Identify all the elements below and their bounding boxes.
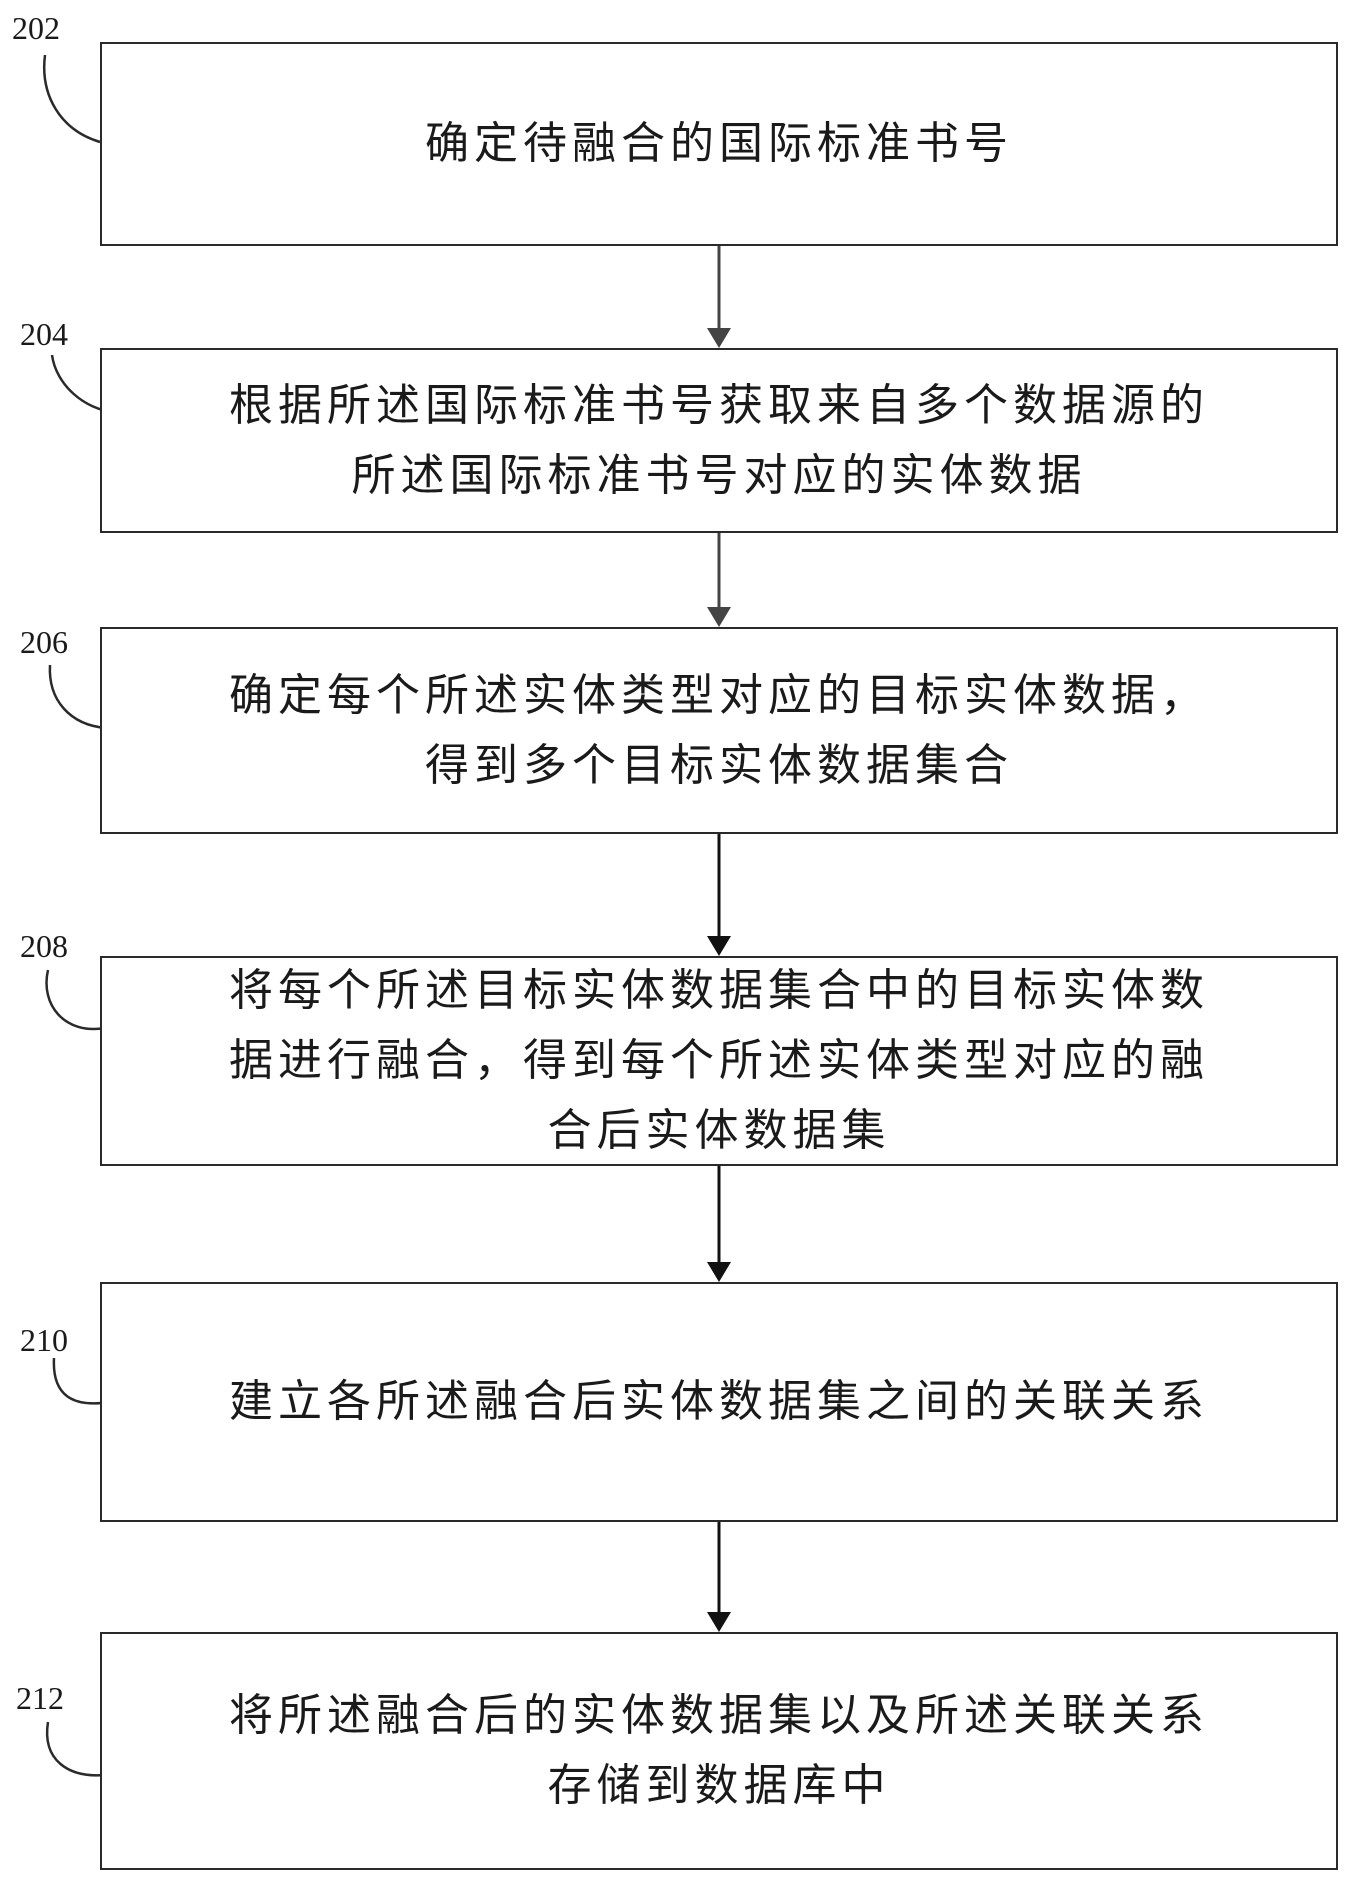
leader-curve-212 bbox=[45, 1721, 106, 1777]
leader-curve-202 bbox=[43, 54, 101, 144]
arrow-202-to-204 bbox=[707, 246, 731, 348]
step-number-206: 206 bbox=[20, 624, 68, 660]
step-text-202: 确定待融合的国际标准书号 bbox=[425, 118, 1013, 169]
step-box-204: 根据所述国际标准书号获取来自多个数据源的 所述国际标准书号对应的实体数据 bbox=[100, 348, 1338, 533]
arrow-208-to-210 bbox=[707, 1166, 731, 1282]
step-number-202: 202 bbox=[12, 10, 60, 46]
leader-curve-206 bbox=[48, 664, 107, 730]
step-text-206: 确定每个所述实体类型对应的目标实体数据， 得到多个目标实体数据集合 bbox=[229, 669, 1209, 791]
leader-curve-210 bbox=[52, 1357, 111, 1405]
step-text-204: 根据所述国际标准书号获取来自多个数据源的 所述国际标准书号对应的实体数据 bbox=[229, 379, 1209, 501]
step-number-212: 212 bbox=[16, 1680, 64, 1716]
step-text-212: 将所述融合后的实体数据集以及所述关联关系 存储到数据库中 bbox=[229, 1690, 1209, 1811]
step-number-204: 204 bbox=[20, 316, 68, 352]
leader-curve-208 bbox=[45, 969, 106, 1031]
arrow-204-to-206 bbox=[707, 533, 731, 627]
step-box-202: 确定待融合的国际标准书号 bbox=[100, 42, 1338, 246]
step-number-208: 208 bbox=[20, 928, 68, 964]
arrow-210-to-212 bbox=[707, 1522, 731, 1632]
step-box-210: 建立各所述融合后实体数据集之间的关联关系 bbox=[100, 1282, 1338, 1522]
step-box-206: 确定每个所述实体类型对应的目标实体数据， 得到多个目标实体数据集合 bbox=[100, 627, 1338, 834]
step-number-210: 210 bbox=[20, 1322, 68, 1358]
step-box-208: 将每个所述目标实体数据集合中的目标实体数 据进行融合，得到每个所述实体类型对应的… bbox=[100, 956, 1338, 1166]
step-text-208: 将每个所述目标实体数据集合中的目标实体数 据进行融合，得到每个所述实体类型对应的… bbox=[229, 965, 1209, 1156]
step-text-210: 建立各所述融合后实体数据集之间的关联关系 bbox=[229, 1376, 1209, 1427]
step-box-212: 将所述融合后的实体数据集以及所述关联关系 存储到数据库中 bbox=[100, 1632, 1338, 1870]
arrow-206-to-208 bbox=[707, 834, 731, 956]
